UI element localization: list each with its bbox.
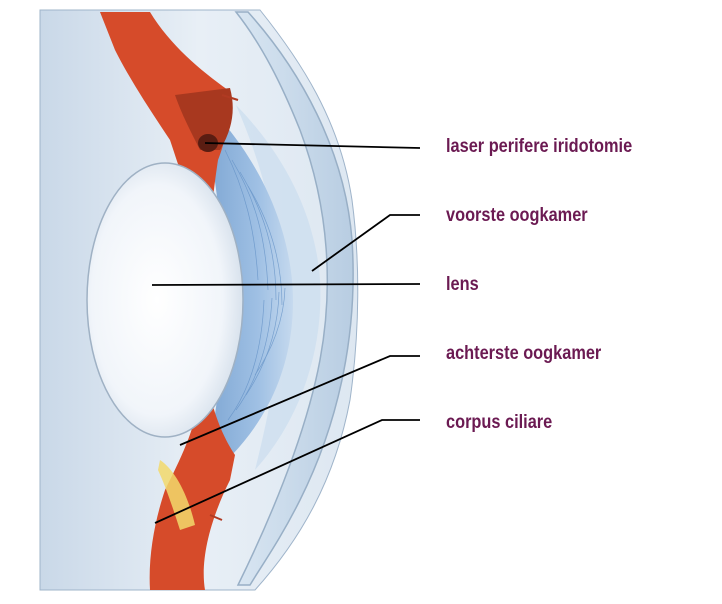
lens-shape [87,163,243,437]
label-laser-peripheral-iridotomy: laser perifere iridotomie [446,136,632,158]
label-anterior-chamber: voorste oogkamer [446,205,588,227]
label-ciliary-body: corpus ciliare [446,412,552,434]
label-lens: lens [446,274,479,296]
leader-line-lens [152,284,420,285]
label-posterior-chamber: achterste oogkamer [446,343,601,365]
